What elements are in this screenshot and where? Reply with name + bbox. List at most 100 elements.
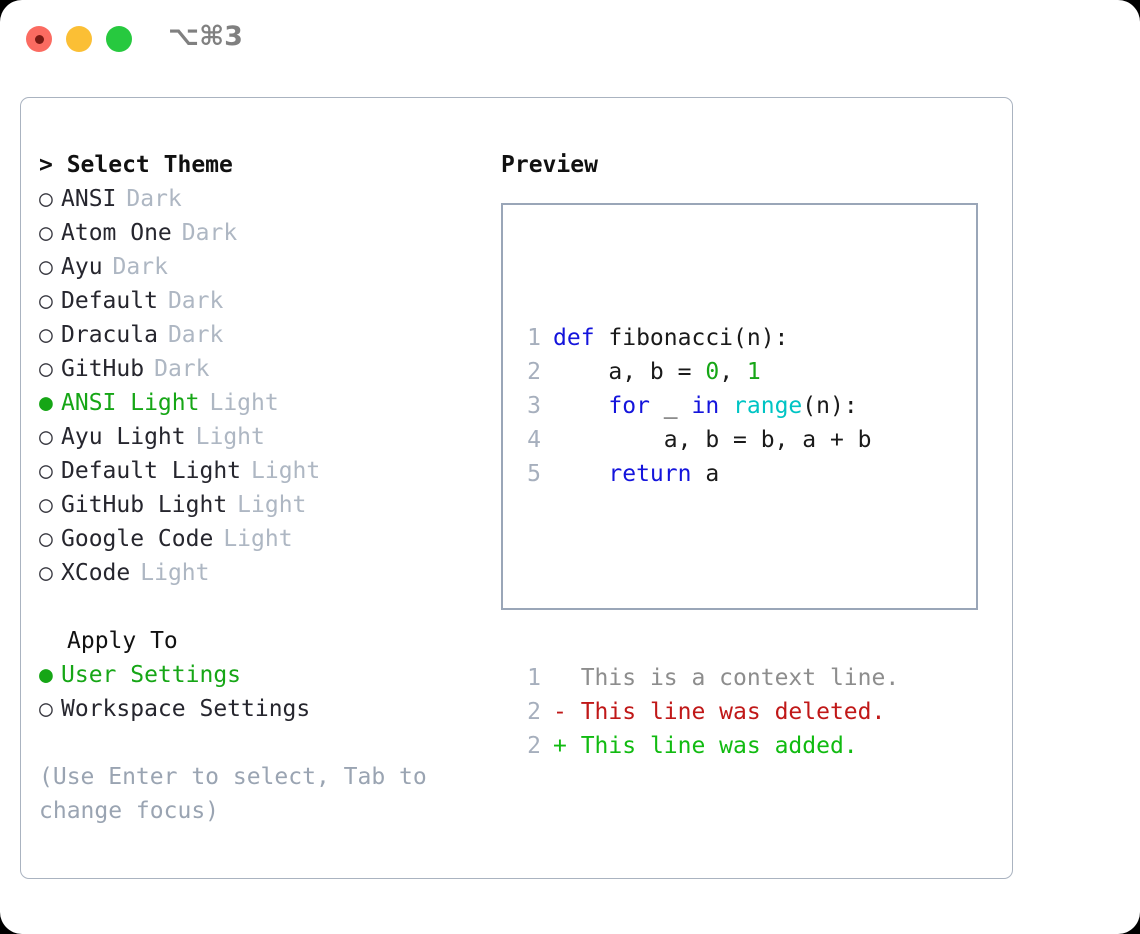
apply-to-option-name: User Settings: [61, 662, 242, 688]
diff-marker: +: [553, 733, 567, 759]
list-spacer: [39, 590, 479, 624]
theme-option-name: Default Light: [61, 458, 242, 484]
theme-option-name: GitHub Light: [61, 492, 228, 518]
code-sample: 1 def fibonacci(n): 2 a, b = 0, 1 3 for _ i…: [519, 321, 899, 491]
code-line-number: 2: [527, 359, 541, 385]
theme-option-row[interactable]: ● ANSI Light Light: [39, 386, 479, 420]
theme-option-name: GitHub: [61, 356, 145, 382]
code-line: 1 def fibonacci(n):: [519, 321, 899, 355]
radio-unselected-icon[interactable]: ○: [39, 186, 53, 212]
code-line: 3 for _ in range(n):: [519, 389, 899, 423]
apply-to-option-row[interactable]: ○ Workspace Settings: [39, 692, 479, 726]
code-line-number: 1: [527, 325, 541, 351]
select-theme-title: > Select Theme: [39, 152, 233, 178]
theme-option-category: Light: [223, 526, 293, 552]
theme-option-name: Default: [61, 288, 158, 314]
theme-option-row[interactable]: ○ Default Light Light: [39, 454, 479, 488]
code-line-number: 5: [527, 461, 541, 487]
theme-option-row[interactable]: ○ Default Dark: [39, 284, 479, 318]
radio-unselected-icon[interactable]: ○: [39, 356, 53, 382]
code-line: 5 return a: [519, 457, 899, 491]
radio-unselected-icon[interactable]: ○: [39, 254, 53, 280]
radio-unselected-icon[interactable]: ○: [39, 696, 53, 722]
theme-option-category: Dark: [112, 254, 168, 280]
radio-unselected-icon[interactable]: ○: [39, 492, 53, 518]
radio-unselected-icon[interactable]: ○: [39, 560, 53, 586]
apply-to-option-name: Workspace Settings: [61, 696, 311, 722]
radio-selected-icon[interactable]: ●: [39, 662, 53, 688]
apply-to-header: Apply To: [67, 628, 178, 654]
theme-option-row[interactable]: ○ GitHub Dark: [39, 352, 479, 386]
title-bar: ⌥⌘3: [0, 0, 1140, 78]
code-token: (n):: [802, 393, 858, 419]
theme-option-category: Light: [195, 424, 265, 450]
theme-option-category: Light: [237, 492, 307, 518]
preview-box: 1 def fibonacci(n): 2 a, b = 0, 1 3 for _ i…: [501, 203, 978, 759]
radio-selected-icon[interactable]: ●: [39, 390, 53, 416]
code-token: a: [691, 461, 720, 487]
theme-option-category: Dark: [167, 322, 224, 348]
apply-to-option-row[interactable]: ● User Settings: [39, 658, 479, 692]
minimize-button-icon[interactable]: [66, 26, 92, 52]
diff-text: This line was deleted.: [566, 699, 886, 725]
code-token: _: [649, 393, 692, 419]
code-line-number: 3: [527, 393, 541, 419]
theme-option-name: Ayu Light: [61, 424, 186, 450]
theme-option-category: Dark: [126, 186, 182, 212]
code-line-number: 4: [527, 427, 541, 453]
radio-unselected-icon[interactable]: ○: [39, 220, 53, 246]
theme-option-category: Dark: [154, 356, 210, 382]
code-token: for: [608, 393, 650, 419]
diff-line: 2- This line was deleted.: [519, 695, 899, 729]
close-button-icon[interactable]: [26, 26, 52, 52]
code-token: [553, 461, 608, 487]
theme-option-category: Dark: [167, 288, 224, 314]
theme-option-category: Light: [140, 560, 210, 586]
theme-option-row[interactable]: ○ Ayu Light Light: [39, 420, 479, 454]
radio-unselected-icon[interactable]: ○: [39, 458, 53, 484]
code-line: 4 a, b = b, a + b: [519, 423, 899, 457]
code-token: 0: [705, 359, 720, 385]
code-token: a, b =: [553, 359, 706, 385]
maximize-button-icon[interactable]: [106, 26, 132, 52]
code-token: fibonacci(n):: [608, 325, 789, 351]
theme-option-category: Dark: [181, 220, 238, 246]
code-token: return: [608, 461, 692, 487]
code-token: def: [553, 325, 609, 351]
diff-sample: 1 This is a context line.2- This line wa…: [519, 661, 899, 763]
theme-option-row[interactable]: ○ Atom One Dark: [39, 216, 479, 250]
code-token: a, b = b, a + b: [553, 427, 872, 453]
radio-unselected-icon[interactable]: ○: [39, 526, 53, 552]
keyboard-shortcut-label: ⌥⌘3: [168, 21, 243, 52]
radio-unselected-icon[interactable]: ○: [39, 424, 53, 450]
theme-option-row[interactable]: ○ GitHub Light Light: [39, 488, 479, 522]
code-token: 1: [746, 359, 761, 385]
theme-option-category: Light: [251, 458, 321, 484]
keyboard-hint-text: (Use Enter to select, Tab to change focu…: [39, 764, 427, 824]
theme-option-name: Atom One: [61, 220, 172, 246]
traffic-light-buttons: [26, 26, 132, 52]
code-token: in: [691, 393, 720, 419]
radio-unselected-icon[interactable]: ○: [39, 322, 53, 348]
apply-to-list: ● User Settings ○ Workspace Settings: [39, 658, 479, 726]
diff-line-number: 2: [527, 699, 541, 725]
diff-text: This line was added.: [566, 733, 858, 759]
radio-unselected-icon[interactable]: ○: [39, 288, 53, 314]
theme-option-name: ANSI Light: [61, 390, 200, 416]
code-token: ,: [719, 359, 747, 385]
code-diff-gap: [519, 559, 899, 593]
diff-marker: [553, 665, 567, 691]
diff-line-number: 2: [527, 733, 541, 759]
theme-option-category: Light: [209, 390, 279, 416]
